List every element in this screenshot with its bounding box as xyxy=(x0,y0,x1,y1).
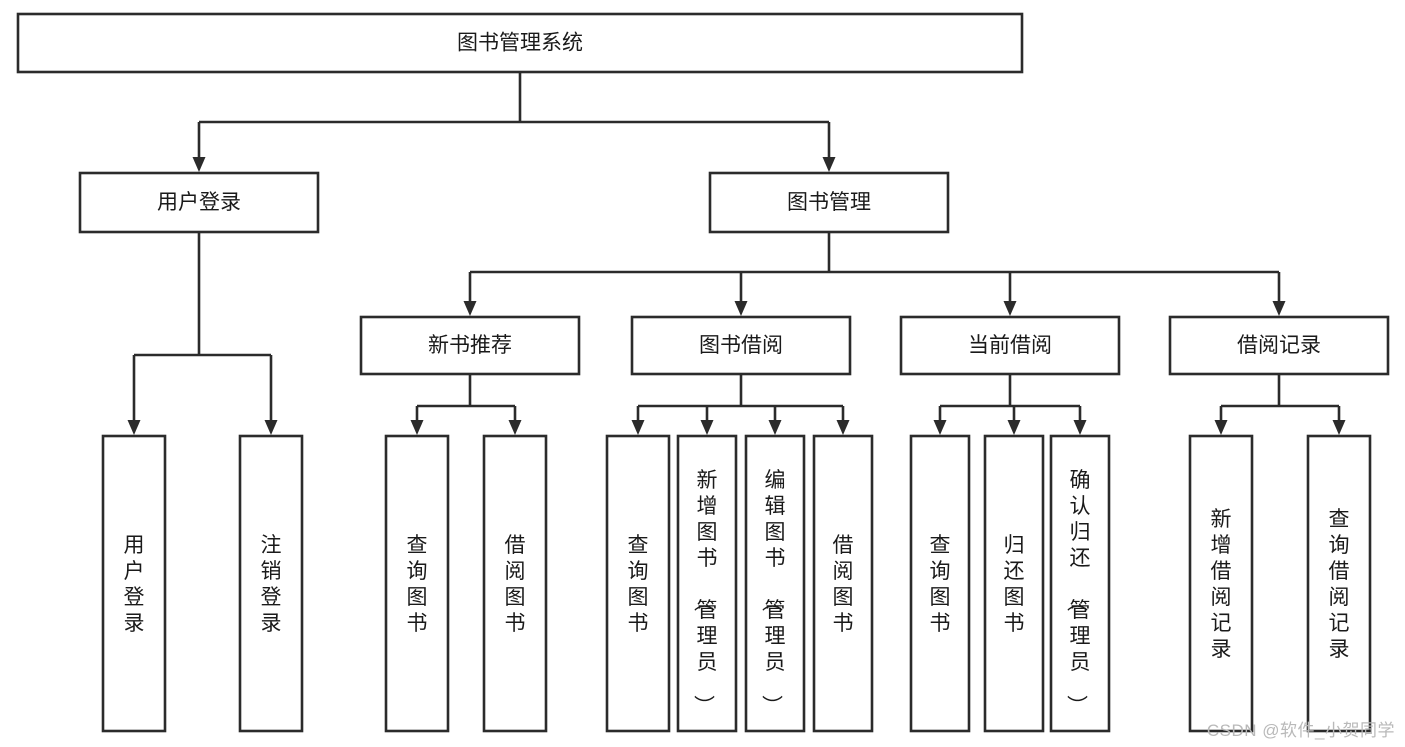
node-label: 图书管理 xyxy=(787,191,871,214)
arrow-head-icon xyxy=(1272,301,1286,316)
node-box[interactable] xyxy=(1306,434,1372,733)
node-leaf-9[interactable]: 归还图书 xyxy=(983,434,1045,733)
node-box[interactable] xyxy=(238,434,304,733)
arrow-head-icon xyxy=(192,157,206,172)
arrow-head-icon xyxy=(127,420,141,435)
node-box[interactable] xyxy=(78,171,320,234)
node-box[interactable] xyxy=(1188,434,1254,733)
node-box[interactable] xyxy=(899,315,1121,376)
node-box[interactable] xyxy=(384,434,450,733)
node-label: 查询借阅记录 xyxy=(1329,508,1350,661)
node-label: 查询图书 xyxy=(930,534,951,635)
node-box[interactable] xyxy=(744,434,806,733)
node-leaf-11[interactable]: 新增借阅记录 xyxy=(1188,434,1254,733)
node-label: 用户登录 xyxy=(157,191,241,214)
node-label: 归还图书 xyxy=(1004,534,1025,635)
node-label: 借阅图书 xyxy=(505,534,526,635)
node-label: 图书管理系统 xyxy=(457,32,583,55)
node-box[interactable] xyxy=(909,434,971,733)
node-box[interactable] xyxy=(708,171,950,234)
node-layer: 图书管理系统用户登录图书管理新书推荐图书借阅当前借阅借阅记录用户登录注销登录查询… xyxy=(16,12,1390,733)
node-label: 确认归还（管理员） xyxy=(1065,469,1091,716)
arrow-head-icon xyxy=(836,420,850,435)
node-box[interactable] xyxy=(101,434,167,733)
node-level3-3[interactable]: 借阅记录 xyxy=(1168,315,1390,376)
node-root-system[interactable]: 图书管理系统 xyxy=(16,12,1024,74)
arrow-head-icon xyxy=(1214,420,1228,435)
node-leaf-12[interactable]: 查询借阅记录 xyxy=(1306,434,1372,733)
node-label: 借阅图书 xyxy=(833,534,854,635)
node-box[interactable] xyxy=(1049,434,1111,733)
arrow-head-icon xyxy=(631,420,645,435)
node-box[interactable] xyxy=(359,315,581,376)
node-box[interactable] xyxy=(630,315,852,376)
node-level2-0[interactable]: 用户登录 xyxy=(78,171,320,234)
connector-layer xyxy=(127,72,1346,435)
node-box[interactable] xyxy=(16,12,1024,74)
node-box[interactable] xyxy=(482,434,548,733)
node-label: 当前借阅 xyxy=(968,334,1052,357)
arrow-head-icon xyxy=(1003,301,1017,316)
node-box[interactable] xyxy=(812,434,874,733)
node-leaf-8[interactable]: 查询图书 xyxy=(909,434,971,733)
arrow-head-icon xyxy=(1007,420,1021,435)
node-label: 新增图书（管理员） xyxy=(692,469,718,716)
node-leaf-5[interactable]: 新增图书（管理员） xyxy=(676,434,738,733)
arrow-head-icon xyxy=(264,420,278,435)
node-leaf-7[interactable]: 借阅图书 xyxy=(812,434,874,733)
node-label: 查询图书 xyxy=(407,534,428,635)
arrow-head-icon xyxy=(734,301,748,316)
arrow-head-icon xyxy=(700,420,714,435)
csdn-watermark: CSDN @软件_小贺同学 xyxy=(1206,721,1395,740)
arrow-head-icon xyxy=(508,420,522,435)
node-leaf-0[interactable]: 用户登录 xyxy=(101,434,167,733)
arrow-head-icon xyxy=(822,157,836,172)
arrow-head-icon xyxy=(410,420,424,435)
node-label: 图书借阅 xyxy=(699,334,783,357)
node-leaf-2[interactable]: 查询图书 xyxy=(384,434,450,733)
node-leaf-4[interactable]: 查询图书 xyxy=(605,434,671,733)
node-box[interactable] xyxy=(983,434,1045,733)
node-level3-2[interactable]: 当前借阅 xyxy=(899,315,1121,376)
arrow-head-icon xyxy=(463,301,477,316)
node-leaf-3[interactable]: 借阅图书 xyxy=(482,434,548,733)
node-box[interactable] xyxy=(1168,315,1390,376)
node-label: 编辑图书（管理员） xyxy=(760,469,786,716)
arrow-head-icon xyxy=(933,420,947,435)
node-level3-0[interactable]: 新书推荐 xyxy=(359,315,581,376)
arrow-head-icon xyxy=(1073,420,1087,435)
arrow-head-icon xyxy=(768,420,782,435)
node-label: 注销登录 xyxy=(261,534,282,635)
node-label: 新增借阅记录 xyxy=(1211,508,1232,661)
node-label: 查询图书 xyxy=(628,534,649,635)
node-label: 借阅记录 xyxy=(1237,334,1321,357)
node-label: 新书推荐 xyxy=(428,334,512,357)
node-box[interactable] xyxy=(676,434,738,733)
node-leaf-1[interactable]: 注销登录 xyxy=(238,434,304,733)
node-label: 用户登录 xyxy=(124,534,145,635)
node-leaf-6[interactable]: 编辑图书（管理员） xyxy=(744,434,806,733)
node-leaf-10[interactable]: 确认归还（管理员） xyxy=(1049,434,1111,733)
arrow-head-icon xyxy=(1332,420,1346,435)
node-box[interactable] xyxy=(605,434,671,733)
node-level2-1[interactable]: 图书管理 xyxy=(708,171,950,234)
node-level3-1[interactable]: 图书借阅 xyxy=(630,315,852,376)
